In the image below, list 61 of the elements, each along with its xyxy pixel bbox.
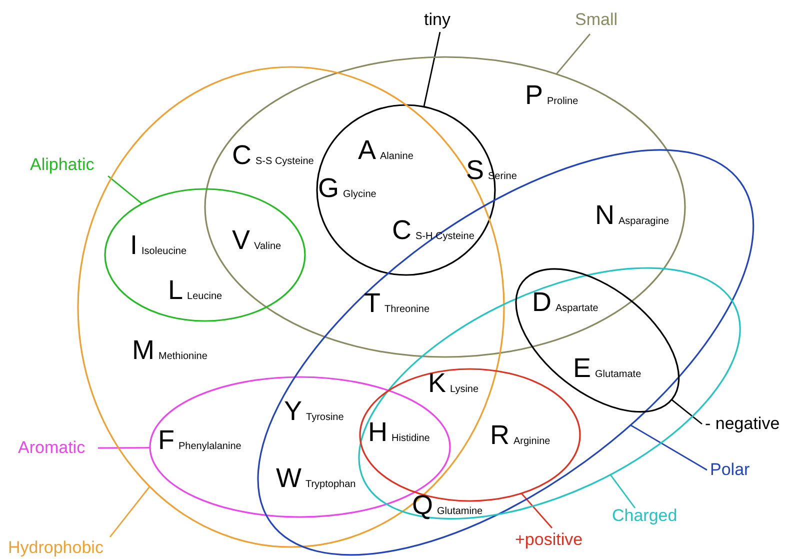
set-label: - negative (705, 414, 780, 434)
set-label: +positive (515, 530, 583, 550)
leader-line (423, 32, 441, 107)
set-label: Aliphatic (30, 155, 94, 175)
amino-acid-letter: N (595, 200, 614, 230)
amino-acid-name: S-H Cysteine (416, 231, 474, 242)
amino-acid-letter: K (428, 368, 446, 398)
amino-acid-letter: I (130, 230, 138, 260)
amino-acid-letter: S (466, 155, 484, 185)
amino-acid-letter: A (358, 135, 376, 165)
amino-acid-name: Glycine (343, 189, 376, 200)
amino-acid-letter: M (132, 335, 154, 365)
amino-acid-name: Lysine (450, 384, 479, 395)
amino-acid-letter: Y (284, 396, 302, 426)
leader-line (109, 486, 150, 538)
amino-acid-name: Histidine (392, 433, 430, 444)
set-label: Aromatic (18, 438, 86, 458)
leader-line (520, 492, 553, 528)
amino-acid-name: S-S Cysteine (256, 156, 314, 167)
amino-acid-letter: W (276, 463, 302, 493)
amino-acid-letter: P (525, 80, 544, 110)
amino-acid-letter: G (318, 173, 340, 203)
amino-acid-name: Glutamine (437, 506, 483, 517)
amino-acid-letter: E (573, 353, 592, 383)
set-label: Hydrophobic (8, 538, 104, 558)
amino-acid-letter: Q (412, 490, 434, 520)
amino-acid-name: Aspartate (556, 303, 598, 314)
amino-acid-letter: T (364, 288, 380, 318)
leader-line (630, 424, 708, 471)
leader-line (670, 398, 702, 425)
set-label: tiny (424, 10, 450, 30)
amino-acid-name: Proline (547, 96, 578, 107)
amino-acid-letter: V (232, 225, 250, 255)
leader-line (108, 175, 142, 204)
amino-acid-name: Methionine (158, 351, 208, 362)
amino-acid-name: Asparagine (618, 216, 670, 227)
amino-acid-letter: D (532, 287, 552, 317)
amino-acid-name: Valine (254, 241, 282, 252)
leader-line (610, 474, 636, 508)
amino-acid-letter: L (168, 275, 184, 305)
amino-acid-name: Arginine (514, 436, 550, 447)
amino-acid-letter: C (392, 215, 412, 245)
set-label: Charged (612, 506, 678, 526)
amino-acid-letter: H (368, 417, 388, 447)
leader-line (98, 447, 150, 449)
amino-acid-name: Glutamate (595, 369, 642, 380)
amino-acid-name: Tryptophan (305, 479, 356, 490)
set-ellipse (105, 189, 305, 321)
set-label: Polar (710, 460, 750, 480)
amino-acid-name: Leucine (187, 291, 222, 302)
amino-acid-letter: F (158, 425, 174, 455)
amino-acid-name: Phenylalanine (178, 441, 242, 452)
amino-acid-name: Tyrosine (306, 412, 344, 423)
set-label: Small (575, 10, 618, 30)
amino-acid-letter: R (490, 420, 510, 450)
amino-acid-letter: C (232, 140, 252, 170)
leader-line (556, 34, 591, 75)
amino-acid-name: Threonine (384, 304, 430, 315)
amino-acid-name: Isoleucine (142, 246, 187, 257)
set-ellipse (516, 268, 678, 412)
amino-acid-name: Alanine (380, 151, 414, 162)
